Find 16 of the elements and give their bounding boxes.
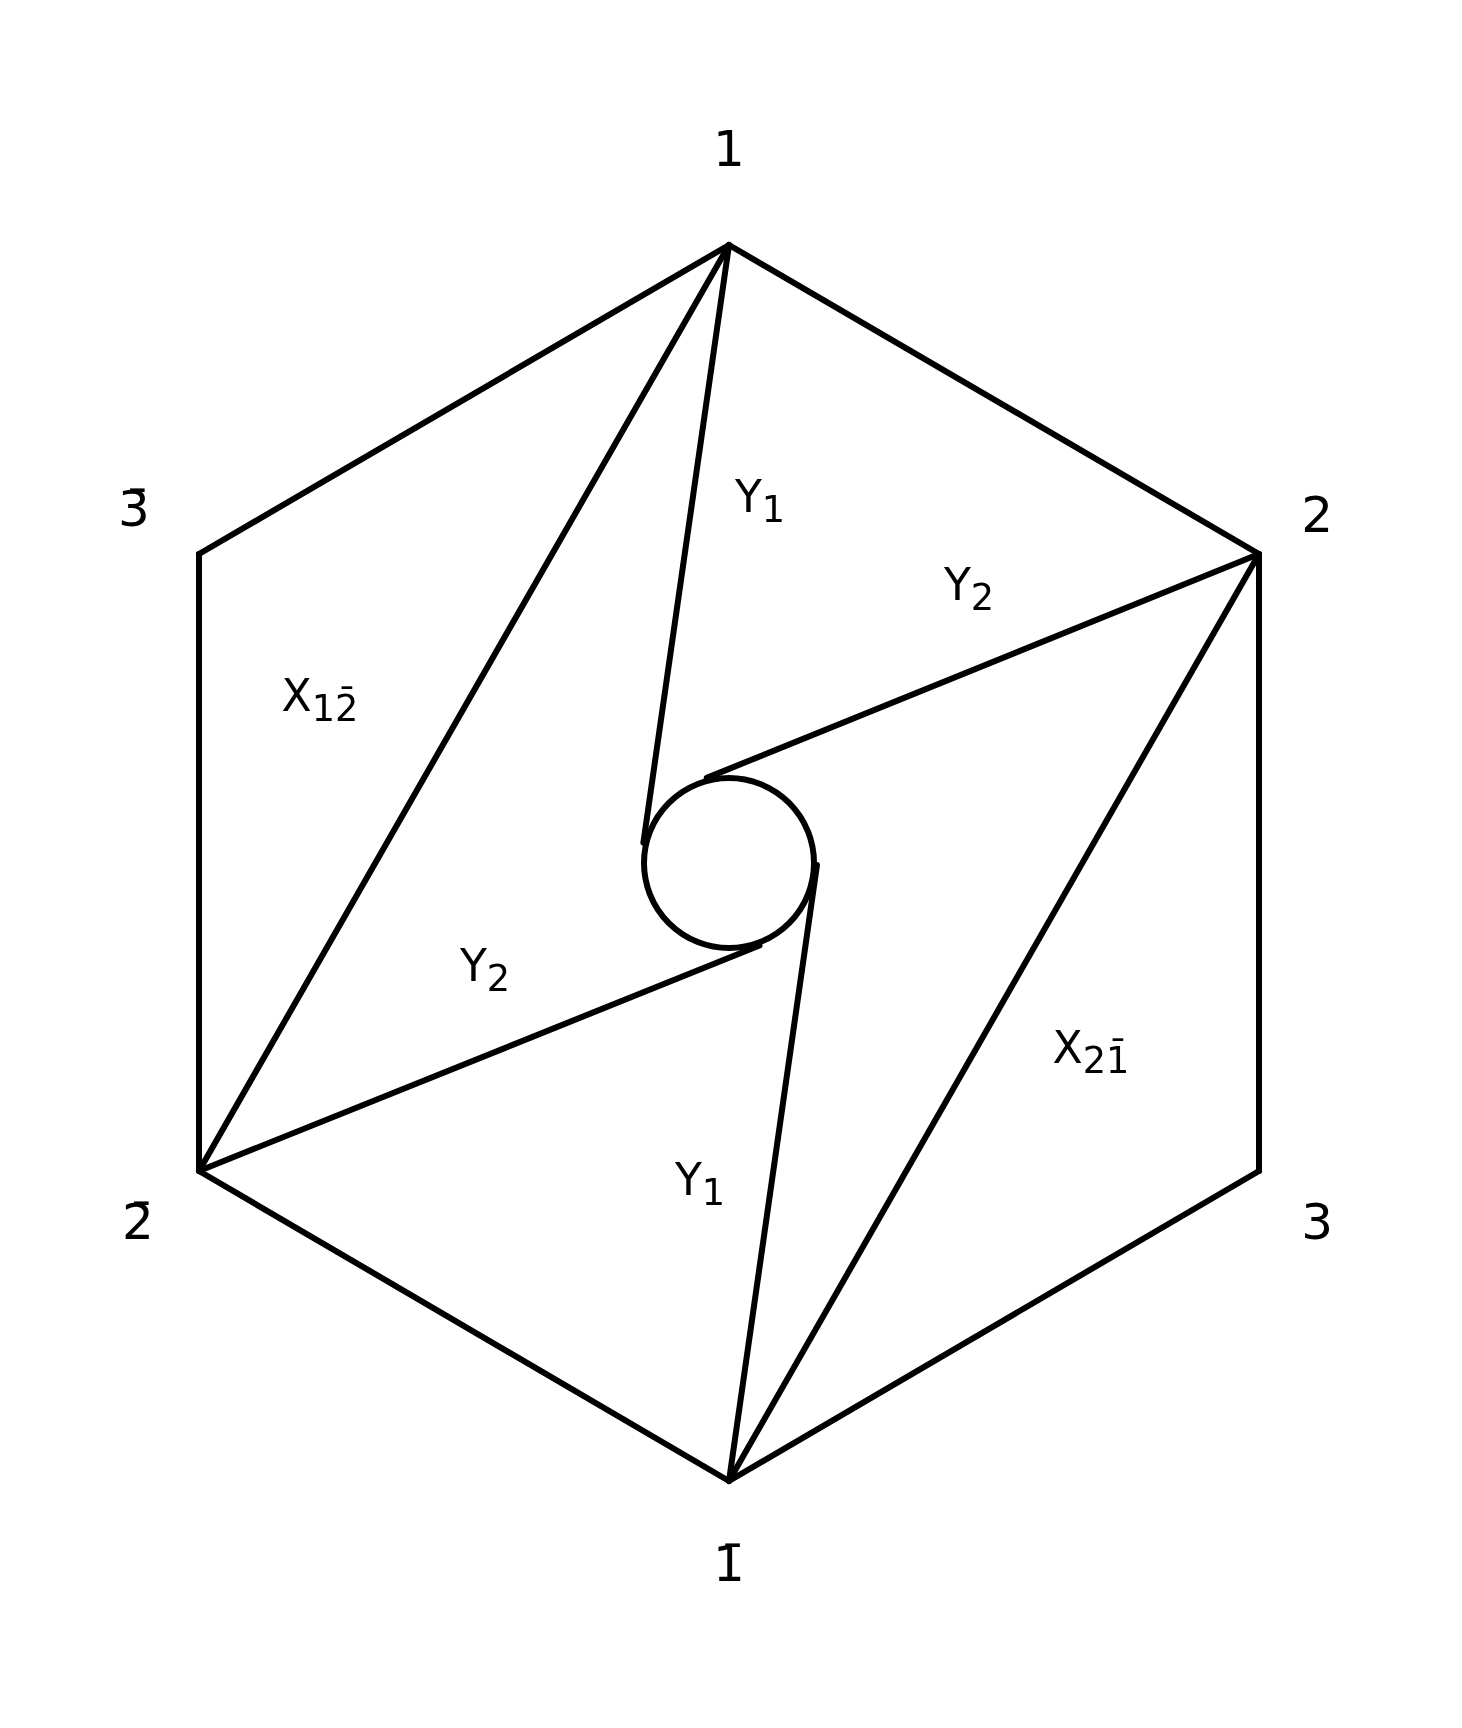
vertex-label: 1̄ bbox=[704, 1481, 754, 1593]
line bbox=[196, 942, 763, 1174]
vertex-label: 2̄ bbox=[122, 1171, 199, 1251]
vertex-label: 3̄ bbox=[118, 480, 199, 554]
region-label: Y$_{2}$ bbox=[459, 940, 511, 1000]
region-label: Y$_{1}$ bbox=[734, 471, 786, 531]
region-label: Y$_{1}$ bbox=[674, 1154, 726, 1214]
region-label: X$_{12̄}$ bbox=[281, 670, 359, 730]
line bbox=[726, 862, 820, 1484]
vertex-label: 2 bbox=[1259, 486, 1333, 554]
vertex-label: 3 bbox=[1259, 1171, 1333, 1251]
line bbox=[703, 551, 1262, 781]
region-label: X$_{21̄}$ bbox=[1052, 1022, 1130, 1082]
vertex-label: 1 bbox=[704, 120, 754, 245]
line bbox=[640, 242, 732, 846]
region-label: Y$_{2}$ bbox=[943, 559, 995, 619]
